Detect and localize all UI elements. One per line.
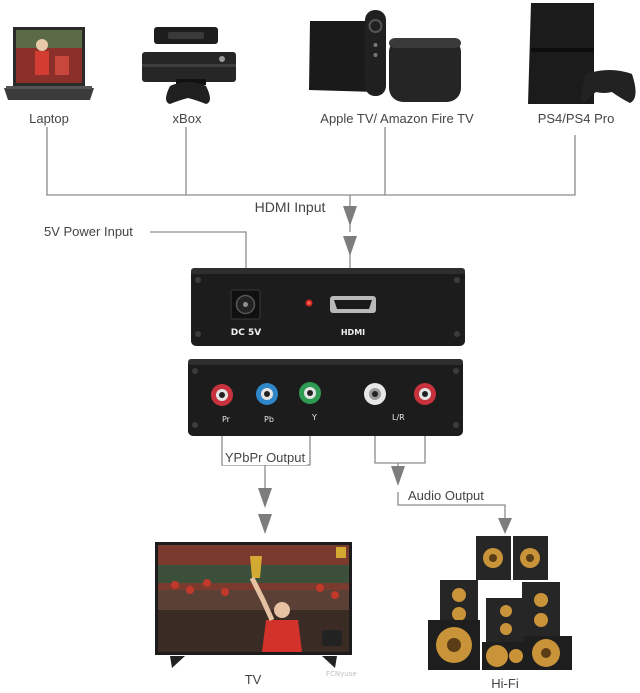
speaker-top-left <box>476 536 511 580</box>
label-apple-fire-tv: Apple TV/ Amazon Fire TV <box>320 111 474 126</box>
converter-front-panel <box>191 268 465 346</box>
speaker-sub-left <box>428 620 480 670</box>
tv-watermark: FCNyuse <box>326 670 357 678</box>
label-lr: L/R <box>392 413 405 422</box>
label-hdmi-port: HDMI <box>340 328 366 337</box>
arrow-heads <box>258 206 512 534</box>
jack-pr <box>211 384 233 406</box>
label-hifi: Hi-Fi <box>491 676 519 691</box>
label-hdmi-input: HDMI Input <box>254 199 326 215</box>
xbox-image <box>142 27 236 104</box>
label-ypbpr-output: YPbPr Output <box>222 450 308 465</box>
jack-audio-right <box>414 383 436 405</box>
ps4-image <box>528 3 636 104</box>
label-pr: Pr <box>222 415 230 424</box>
label-tv: TV <box>244 672 262 687</box>
jack-pb <box>256 383 278 405</box>
speaker-center <box>486 598 526 643</box>
label-dc-5v: DC 5V <box>230 328 262 338</box>
label-power-input: 5V Power Input <box>44 224 133 239</box>
hifi-speakers-image <box>428 536 572 670</box>
speaker-sub-right <box>524 636 572 670</box>
tv-image <box>155 542 352 668</box>
speaker-top-right <box>513 536 548 580</box>
speaker-right-tower <box>522 582 560 637</box>
laptop-image <box>4 27 94 100</box>
label-xbox: xBox <box>172 111 202 126</box>
label-y: Y <box>312 413 317 422</box>
label-ps4: PS4/PS4 Pro <box>537 111 615 126</box>
speaker-sub-center <box>482 642 524 670</box>
streaming-devices-image <box>309 10 461 102</box>
label-audio-output: Audio Output <box>408 488 484 503</box>
converter-rear-panel <box>188 359 463 436</box>
jack-audio-left <box>364 383 386 405</box>
jack-y <box>299 382 321 404</box>
label-laptop: Laptop <box>29 111 69 126</box>
label-pb: Pb <box>264 415 274 424</box>
